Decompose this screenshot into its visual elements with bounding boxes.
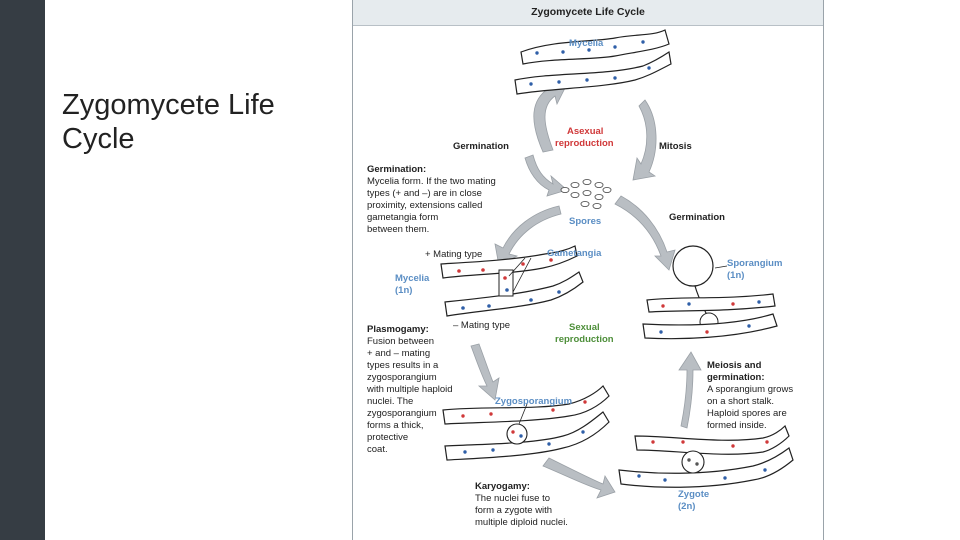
meiosis-note-line: A sporangium grows (707, 384, 793, 395)
meiosis-note-line: on a short stalk. (707, 396, 774, 407)
life-cycle-figure: Zygomycete Life Cycle (352, 0, 824, 540)
meiosis-note-heading: Meiosis and (707, 360, 762, 371)
meiosis-note-line: formed inside. (707, 420, 767, 431)
label-minus-mating: – Mating type (453, 320, 510, 331)
label-germination-left: Germination (453, 141, 509, 152)
karyogamy-note-line: multiple diploid nuclei. (475, 517, 568, 528)
label-mycelia-left-2: (1n) (395, 285, 412, 296)
label-asexual-1: Asexual (567, 126, 603, 137)
life-cycle-diagram: Mycelia Asexual reproduction Germination… (366, 29, 794, 528)
plasmogamy-note-line: protective (367, 432, 408, 443)
label-sporangium-1: Sporangium (727, 258, 782, 269)
meiosis-note: Meiosis and germination: A sporangium gr… (707, 360, 793, 431)
figure-header: Zygomycete Life Cycle (353, 0, 823, 26)
mycelia-sporangium (642, 245, 778, 340)
karyogamy-note: Karyogamy: The nuclei fuse to form a zyg… (475, 481, 568, 528)
plasmogamy-note-line: + and – mating (367, 348, 430, 359)
germination-note-heading: Germination: (367, 164, 426, 175)
label-plus-mating: + Mating type (425, 249, 482, 260)
arrow-to-spores (524, 154, 568, 197)
meiosis-note-heading: germination: (707, 372, 765, 383)
label-zygosporangium: Zygosporangium (495, 396, 572, 407)
left-accent-bar (0, 0, 45, 540)
arrow-plasmogamy (470, 343, 500, 401)
mycelia-zygote (618, 424, 794, 488)
label-zygote-2: (2n) (678, 501, 695, 512)
label-sporangium-2: (1n) (727, 270, 744, 281)
plasmogamy-note-line: forms a thick, (367, 420, 424, 431)
arrow-karyogamy (542, 457, 616, 499)
label-germination-right: Germination (669, 212, 725, 223)
mycelia-gametangia (440, 245, 584, 317)
plasmogamy-note-line: types results in a (367, 360, 439, 371)
label-asexual-2: reproduction (555, 138, 614, 149)
plasmogamy-note: Plasmogamy: Fusion between + and – matin… (366, 324, 453, 455)
mycelia-top (514, 29, 672, 95)
karyogamy-note-heading: Karyogamy: (475, 481, 530, 492)
slide-title: Zygomycete Life Cycle (62, 89, 275, 155)
label-zygote-1: Zygote (678, 489, 709, 500)
meiosis-note-line: Haploid spores are (707, 408, 787, 419)
germination-note-line: gametangia form (367, 212, 438, 223)
plasmogamy-note-heading: Plasmogamy: (367, 324, 429, 335)
germination-note-line: types (+ and –) are in close (367, 188, 482, 199)
germination-note-line: proximity, extensions called (367, 200, 482, 211)
karyogamy-note-line: The nuclei fuse to (475, 493, 550, 504)
arrow-germination-right (614, 195, 676, 271)
arrow-mitosis (632, 99, 657, 181)
label-gametangia: Gametangia (547, 248, 602, 259)
germination-note: Germination: Mycelia form. If the two ma… (367, 164, 496, 235)
plasmogamy-note-line: Fusion between (367, 336, 434, 347)
germination-note-line: Mycelia form. If the two mating (367, 176, 496, 187)
arrow-meiosis (678, 351, 702, 429)
label-mitosis: Mitosis (659, 141, 692, 152)
plasmogamy-note-line: zygosporangium (367, 408, 437, 419)
plasmogamy-note-line: with multiple haploid (366, 384, 453, 395)
plasmogamy-note-line: nuclei. The (367, 396, 413, 407)
label-sexual-1: Sexual (569, 322, 600, 333)
spores-cluster (560, 178, 612, 210)
label-mycelia-left-1: Mycelia (395, 273, 430, 284)
karyogamy-note-line: form a zygote with (475, 505, 552, 516)
plasmogamy-note-line: coat. (367, 444, 388, 455)
label-sexual-2: reproduction (555, 334, 614, 345)
label-mycelia-top: Mycelia (569, 38, 604, 49)
germination-note-line: between them. (367, 224, 429, 235)
plasmogamy-note-line: zygosporangium (367, 372, 437, 383)
label-spores: Spores (569, 216, 601, 227)
mycelia-zygosporangium (442, 385, 610, 461)
